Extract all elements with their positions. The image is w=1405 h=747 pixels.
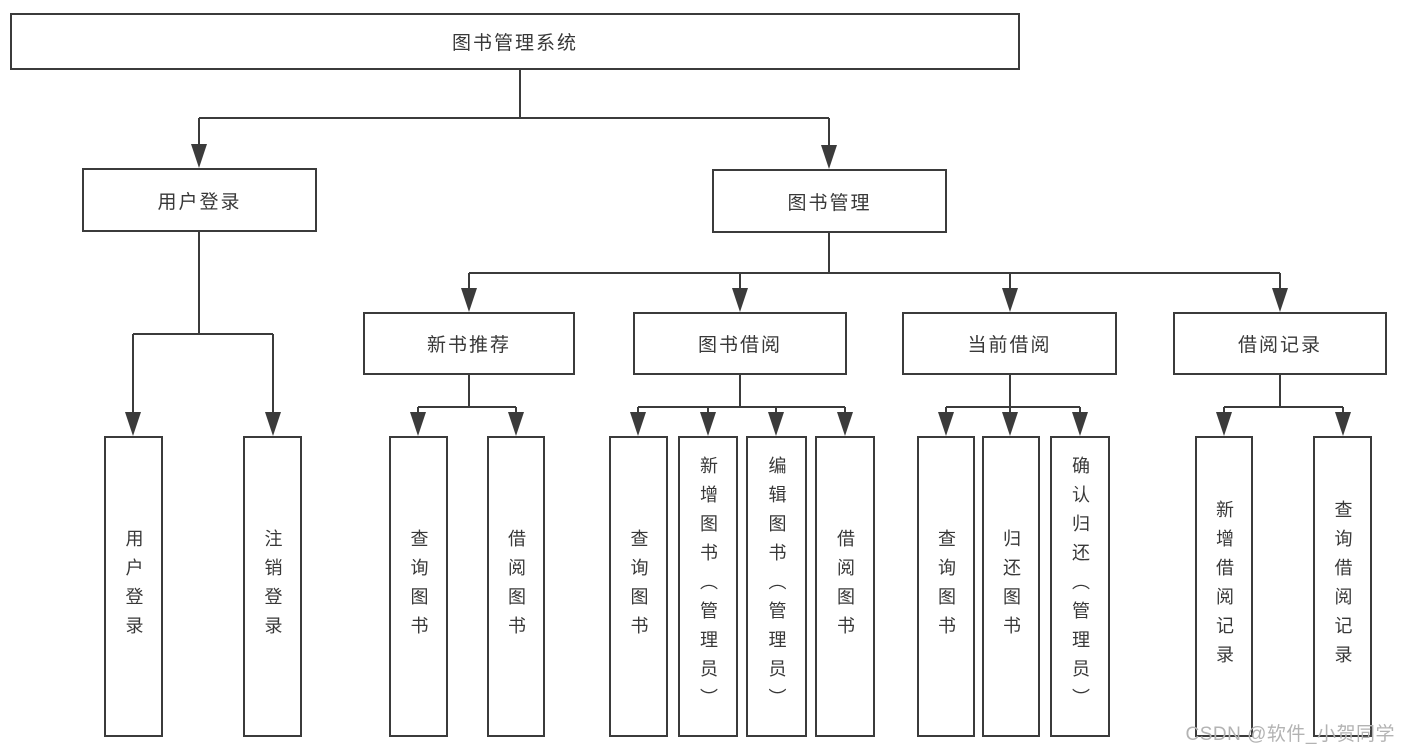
arrowheads (125, 144, 1351, 436)
node-leaf-return-books-label: 归还图书 (1001, 528, 1021, 645)
node-leaf-confirm-return-admin-label: 确认归还（管理员） (1070, 456, 1090, 717)
node-leaf-query-books-current: 查询图书 (917, 436, 975, 737)
node-leaf-borrow-books-recommend-label: 借阅图书 (506, 528, 526, 645)
node-borrowing-records-label: 借阅记录 (1237, 335, 1322, 356)
node-leaf-edit-books-admin-label: 编辑图书（管理员） (766, 456, 787, 717)
node-leaf-user-login-label: 用户登录 (123, 528, 144, 645)
node-leaf-query-books-recommend: 查询图书 (389, 436, 448, 737)
node-leaf-query-books-recommend-label: 查询图书 (408, 528, 429, 645)
csdn-watermark: CSDN @软件_小贺同学 (1185, 724, 1395, 745)
node-book-borrowing: 图书借阅 (633, 312, 847, 375)
node-leaf-add-books-admin: 新增图书（管理员） (678, 436, 738, 737)
node-leaf-query-borrow-record: 查询借阅记录 (1313, 436, 1372, 737)
node-leaf-add-books-admin-label: 新增图书（管理员） (698, 456, 718, 717)
node-book-borrowing-label: 图书借阅 (697, 335, 782, 356)
node-root-system-label: 图书管理系统 (451, 33, 578, 54)
node-leaf-logout: 注销登录 (243, 436, 302, 737)
node-book-management-label: 图书管理 (787, 192, 872, 214)
node-user-login: 用户登录 (82, 168, 317, 232)
node-leaf-edit-books-admin: 编辑图书（管理员） (746, 436, 807, 737)
node-leaf-return-books: 归还图书 (982, 436, 1040, 737)
node-book-management: 图书管理 (712, 169, 947, 233)
node-new-book-recommendation: 新书推荐 (363, 312, 575, 375)
node-leaf-borrow-books-recommend: 借阅图书 (487, 436, 545, 737)
node-leaf-query-borrow-record-label: 查询借阅记录 (1332, 499, 1353, 674)
node-leaf-user-login: 用户登录 (104, 436, 163, 737)
node-leaf-query-books-borrowing: 查询图书 (609, 436, 668, 737)
node-new-book-recommendation-label: 新书推荐 (426, 335, 511, 356)
node-leaf-add-borrow-record-label: 新增借阅记录 (1214, 499, 1234, 674)
node-leaf-query-books-borrowing-label: 查询图书 (628, 528, 649, 645)
node-leaf-query-books-current-label: 查询图书 (936, 528, 956, 645)
node-leaf-confirm-return-admin: 确认归还（管理员） (1050, 436, 1110, 737)
node-root-system: 图书管理系统 (10, 13, 1020, 70)
node-current-borrowing: 当前借阅 (902, 312, 1117, 375)
node-leaf-add-borrow-record: 新增借阅记录 (1195, 436, 1253, 737)
node-leaf-borrow-books-label: 借阅图书 (835, 528, 855, 645)
node-current-borrowing-label: 当前借阅 (967, 335, 1052, 356)
node-leaf-borrow-books: 借阅图书 (815, 436, 875, 737)
node-user-login-label: 用户登录 (157, 191, 242, 213)
node-borrowing-records: 借阅记录 (1173, 312, 1387, 375)
node-leaf-logout-label: 注销登录 (262, 528, 283, 645)
